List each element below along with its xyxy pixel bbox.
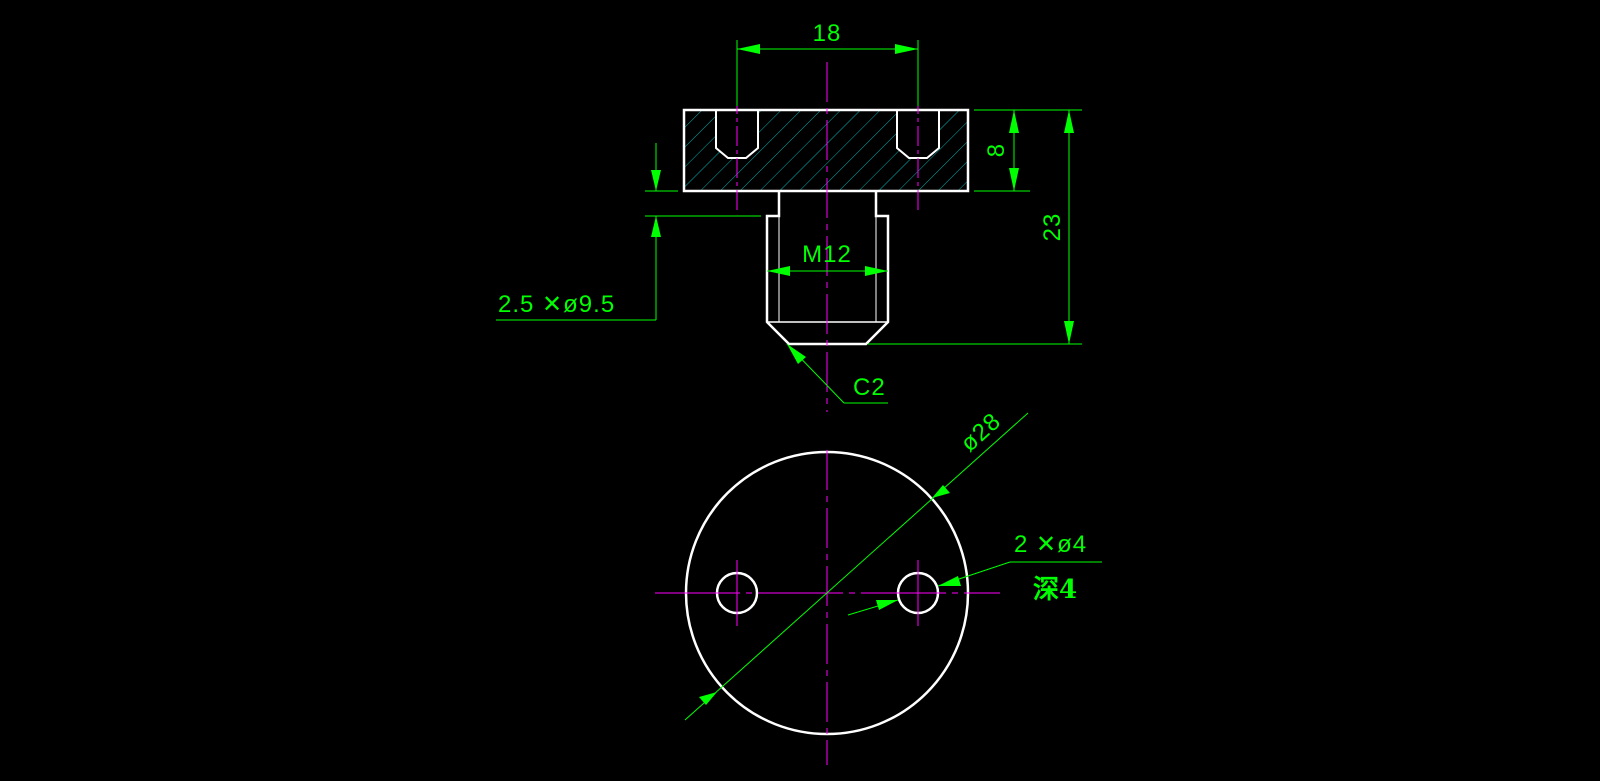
holes-label: 2 ✕ø4	[1014, 531, 1087, 558]
section-dimensions	[496, 40, 1082, 404]
thread-label: M12	[802, 241, 852, 268]
dim-23-label: 23	[1039, 213, 1066, 242]
section-view	[682, 62, 970, 412]
chamfer-label: C2	[853, 374, 886, 401]
top-view	[655, 450, 1000, 765]
top-dimensions	[684, 412, 1102, 721]
depth-label: 深4	[1033, 575, 1077, 605]
dim-8-label: 8	[983, 143, 1010, 157]
diameter-28-label: ø28	[955, 408, 1006, 458]
dim-18-label: 18	[813, 20, 842, 47]
undercut-label: 2.5 ✕ø9.5	[498, 291, 615, 318]
flange-outline	[682, 108, 970, 193]
